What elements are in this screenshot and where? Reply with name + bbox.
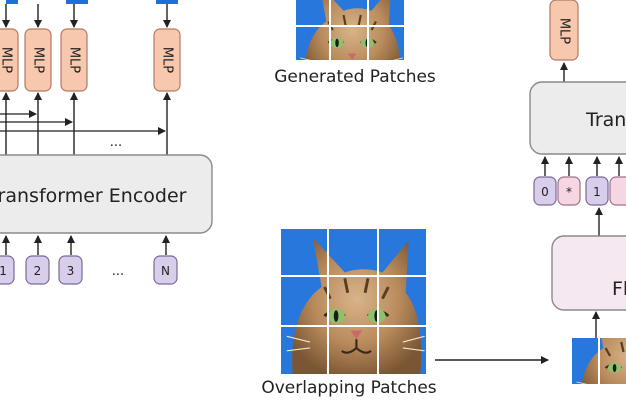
patch-top-1 <box>6 0 18 4</box>
transformer-encoder-box: ransformer Encoder <box>0 154 213 234</box>
svg-text:MLP: MLP <box>31 47 46 73</box>
svg-text:MLP: MLP <box>0 47 14 73</box>
mlp-box-left-2: MLP <box>24 28 52 92</box>
mlp-box-left-1: MLP <box>0 28 19 92</box>
mlp-box-right: MLP <box>549 0 579 61</box>
svg-text:2: 2 <box>34 264 42 278</box>
token-right-mask-partial <box>609 176 626 206</box>
svg-text:*: * <box>566 185 572 199</box>
token-right-0: 0 <box>533 176 557 206</box>
svg-text:3: 3 <box>67 264 75 278</box>
generated-patches-caption: Generated Patches <box>274 67 436 87</box>
token-n: N <box>153 255 178 285</box>
patch-top-2 <box>66 0 88 4</box>
svg-text:N: N <box>161 264 170 278</box>
svg-text:0: 0 <box>541 185 549 199</box>
token-2: 2 <box>25 255 50 285</box>
fl-box: Fl <box>551 235 626 311</box>
encoder-label: ransformer Encoder <box>0 185 187 207</box>
mlp-box-left-3: MLP <box>60 28 88 92</box>
token-3: 3 <box>58 255 83 285</box>
generated-patches-image <box>296 0 404 60</box>
token-1: 1 <box>0 255 15 285</box>
svg-text:MLP: MLP <box>67 47 82 73</box>
svg-text:MLP: MLP <box>160 47 175 73</box>
patch-top-3 <box>156 0 178 4</box>
svg-text:1: 1 <box>0 264 7 278</box>
fl-label: Fl <box>612 278 626 300</box>
svg-text:1: 1 <box>593 185 601 199</box>
ellipsis-tokens: ... <box>112 264 124 279</box>
transformer-label-right: Tran <box>585 109 626 131</box>
token-right-mask: * <box>557 176 581 206</box>
overlapping-patches-caption: Overlapping Patches <box>261 378 436 398</box>
mlp-box-left-n: MLP <box>153 28 181 92</box>
ellipsis-arrows: ... <box>110 135 122 150</box>
svg-text:MLP: MLP <box>557 18 572 44</box>
transformer-box-right: Tran <box>529 81 626 155</box>
token-right-1: 1 <box>585 176 609 206</box>
input-patch-right <box>572 338 626 384</box>
overlapping-patches-image <box>281 229 426 374</box>
